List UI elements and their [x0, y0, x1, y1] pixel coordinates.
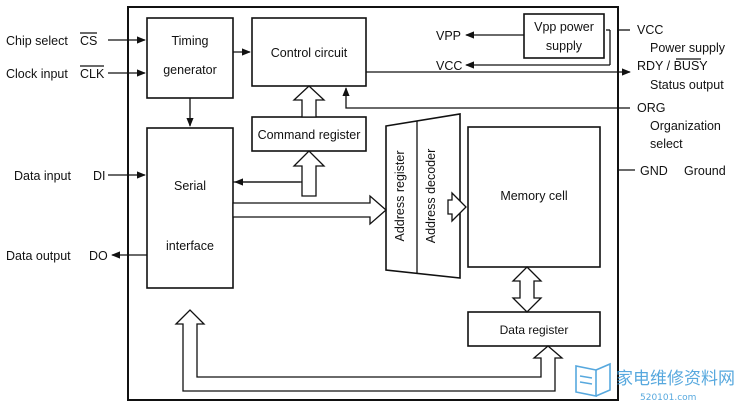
ground-label: Ground	[684, 164, 726, 178]
watermark-book-icon	[575, 362, 611, 397]
cs-pin-label: CS	[80, 34, 97, 48]
vcc-inner-label: VCC	[436, 59, 462, 73]
timing-label-1: Timing	[171, 34, 208, 48]
watermark-chinese: 家电维修资料网	[616, 369, 735, 389]
data-register-label: Data register	[500, 323, 569, 337]
address-decoder-block	[385, 113, 461, 279]
data-register-to-serial-hollow-loop	[174, 309, 564, 392]
command-to-control-hollow-arrow	[292, 85, 326, 118]
di-pin-label: DI	[93, 169, 106, 183]
serial-interface-block	[146, 127, 234, 289]
serial-label-1: Serial	[174, 179, 206, 193]
busy-label: BUSY	[674, 59, 709, 73]
address-register-label: Address register	[393, 150, 407, 241]
timing-label-2: generator	[163, 63, 217, 77]
clock-input-label: Clock input	[6, 67, 68, 81]
chip-outline	[127, 6, 619, 401]
serial-to-command-hollow-arrow	[292, 150, 326, 197]
vpp-supply-label-1: Vpp power	[534, 20, 594, 34]
address-decoder-label: Address decoder	[424, 149, 438, 244]
serial-to-address-hollow-arrow	[232, 194, 387, 226]
watermark: 家电维修资料网 520101.com	[575, 362, 735, 403]
address-to-memory-hollow-arrow	[447, 191, 467, 223]
timing-generator-block	[146, 17, 234, 99]
data-output-label: Data output	[6, 249, 71, 263]
status-output-label: Status output	[650, 78, 724, 92]
rdy-label: RDY /	[637, 59, 674, 73]
memory-cell-block	[467, 126, 601, 268]
vcc-label: VCC	[637, 23, 663, 37]
rdy-busy-label: RDY / BUSY	[637, 59, 708, 73]
power-supply-label: Power supply	[650, 41, 726, 55]
watermark-url: 520101.com	[640, 393, 696, 403]
gnd-label: GND	[640, 164, 668, 178]
select-label: select	[650, 137, 683, 151]
organization-label: Organization	[650, 119, 721, 133]
data-input-label: Data input	[14, 169, 72, 183]
do-pin-label: DO	[89, 249, 108, 263]
org-arrow	[342, 87, 630, 109]
vpp-label: VPP	[436, 29, 461, 43]
clk-pin-label: CLK	[80, 67, 105, 81]
control-circuit-label: Control circuit	[271, 46, 348, 60]
vpp-power-supply-block	[523, 13, 605, 59]
memory-data-register-hollow-arrow	[511, 266, 543, 313]
serial-label-2: interface	[166, 239, 214, 253]
chip-select-label: Chip select	[6, 34, 68, 48]
memory-cell-label: Memory cell	[500, 189, 567, 203]
org-label: ORG	[637, 101, 665, 115]
data-register-block	[467, 311, 601, 347]
command-register-label: Command register	[258, 128, 361, 142]
vpp-supply-label-2: supply	[546, 39, 583, 53]
